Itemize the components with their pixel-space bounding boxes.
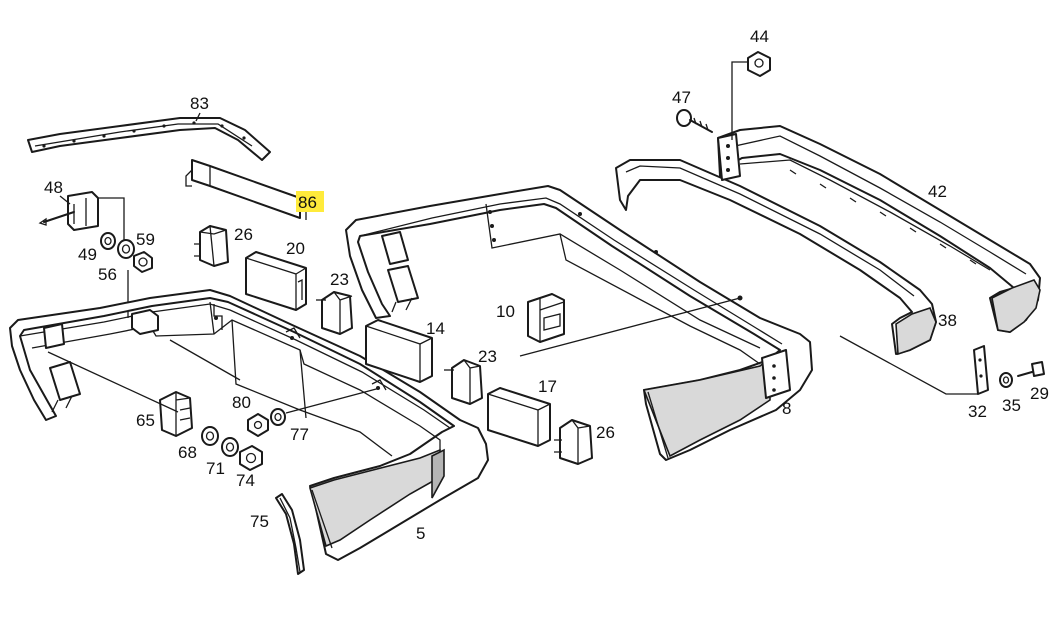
callout-8: 8 xyxy=(782,399,791,418)
callout-71: 71 xyxy=(206,459,225,478)
leader-44 xyxy=(731,61,748,140)
nut-80 xyxy=(247,413,269,437)
callout-23-lower: 23 xyxy=(478,347,497,366)
leader-59 xyxy=(98,197,125,240)
callout-47: 47 xyxy=(672,88,691,107)
highlight-86 xyxy=(296,191,324,212)
bumper-strip-42 xyxy=(717,125,1041,333)
washer-49 xyxy=(100,232,116,250)
washer-35 xyxy=(999,372,1013,388)
trim-strip-75 xyxy=(275,493,305,575)
leader-48 xyxy=(59,195,71,205)
callout-48: 48 xyxy=(44,178,63,197)
bracket-strip-86 xyxy=(185,159,307,220)
callout-56: 56 xyxy=(98,265,117,284)
trim-strip-83 xyxy=(27,117,271,161)
callout-26-upper: 26 xyxy=(234,225,253,244)
callout-86: 86 xyxy=(298,193,317,212)
callout-17: 17 xyxy=(538,377,557,396)
callout-65: 65 xyxy=(136,411,155,430)
clip-23-lower xyxy=(444,359,483,405)
bumper-bracket-left xyxy=(131,309,159,335)
callout-68: 68 xyxy=(178,443,197,462)
washer-71 xyxy=(221,437,239,457)
callout-80: 80 xyxy=(232,393,251,412)
washer-68 xyxy=(201,426,219,446)
bracket-10 xyxy=(527,293,565,343)
leader-32-line xyxy=(839,335,978,395)
callout-labels: 83 86 48 59 49 56 26 20 23 14 10 23 17 2… xyxy=(44,27,1049,543)
leader-65-line xyxy=(47,351,179,413)
plate-32 xyxy=(973,345,989,395)
foam-block-20 xyxy=(245,251,307,311)
rubber-mount-26-upper xyxy=(194,225,229,267)
callout-49: 49 xyxy=(78,245,97,264)
callout-74: 74 xyxy=(236,471,255,490)
callout-83: 83 xyxy=(190,94,209,113)
callout-44: 44 xyxy=(750,27,769,46)
callout-5: 5 xyxy=(416,524,425,543)
callout-35: 35 xyxy=(1002,396,1021,415)
leader-77-line xyxy=(285,387,381,414)
leader-83 xyxy=(195,112,201,122)
callout-32: 32 xyxy=(968,402,987,421)
mounting-bracket-48 xyxy=(38,191,99,231)
bumper-cover-8 xyxy=(345,185,813,461)
bolt-29 xyxy=(1017,361,1045,377)
callout-14: 14 xyxy=(426,319,445,338)
nut-74 xyxy=(239,445,263,471)
washer-77 xyxy=(270,408,286,426)
callout-38: 38 xyxy=(938,311,957,330)
callout-42: 42 xyxy=(928,182,947,201)
washer-59 xyxy=(117,239,135,259)
callout-29: 29 xyxy=(1030,384,1049,403)
clip-23-upper xyxy=(316,291,353,335)
impact-strip-38 xyxy=(615,159,937,356)
callout-75: 75 xyxy=(250,512,269,531)
screw-47 xyxy=(676,109,713,133)
callout-20: 20 xyxy=(286,239,305,258)
callout-77: 77 xyxy=(290,425,309,444)
rubber-mount-26-lower xyxy=(554,419,593,465)
foam-block-14 xyxy=(365,319,433,383)
callout-59: 59 xyxy=(136,230,155,249)
callout-26-lower: 26 xyxy=(596,423,615,442)
callout-23-upper: 23 xyxy=(330,270,349,289)
callout-10: 10 xyxy=(496,302,515,321)
foam-block-17 xyxy=(487,387,551,447)
nut-44 xyxy=(747,51,771,77)
mount-block-65 xyxy=(159,391,193,437)
nut-56 xyxy=(133,251,153,273)
